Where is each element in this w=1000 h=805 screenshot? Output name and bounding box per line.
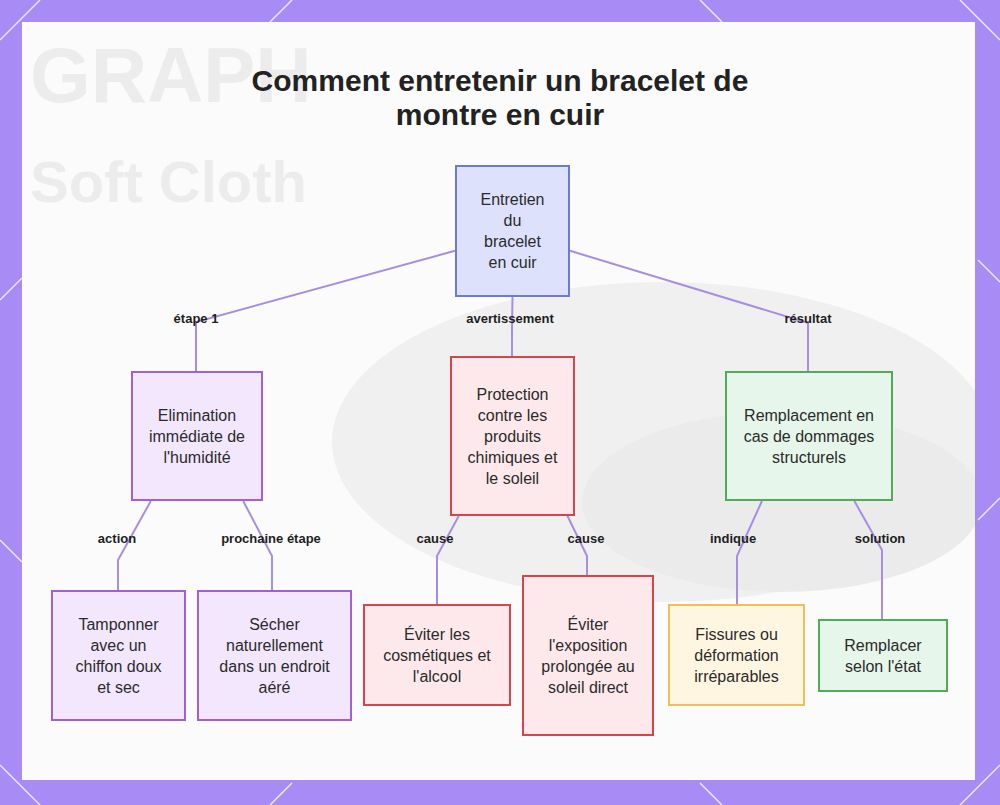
box-content: Protection contre les produits chimiques… [464, 384, 561, 489]
box-text: Tamponner avec un chiffon doux et sec [75, 614, 162, 698]
box-content: Éviter les cosmétiques et l'alcool [377, 624, 497, 687]
box-text: Éviter l'exposition prolongée au soleil … [536, 614, 640, 698]
edge-label: action [98, 531, 136, 546]
process-box: Sécher naturellement dans un endroit aér… [197, 590, 352, 721]
box-content: Remplacer selon l'état [832, 635, 934, 677]
connector-line [737, 501, 762, 604]
box-text: Éviter les cosmétiques et l'alcool [377, 624, 497, 687]
diagram-title: Comment entretenir un bracelet de montre… [200, 64, 800, 132]
edge-label: prochaine étape [221, 531, 321, 546]
process-box: Protection contre les produits chimiques… [450, 356, 575, 516]
box-text: Remplacement en cas de dommages structur… [741, 405, 877, 468]
connector-line [570, 251, 808, 371]
process-box: Fissures ou déformation irréparables [668, 604, 805, 706]
edge-label: indique [710, 531, 756, 546]
process-box: Elimination immédiate de l'humidité [131, 371, 263, 501]
box-content: Elimination immédiate de l'humidité [147, 405, 247, 468]
edge-label: solution [855, 531, 906, 546]
connector-line [854, 501, 882, 619]
connector-line [437, 516, 459, 604]
process-box: Éviter les cosmétiques et l'alcool [363, 604, 511, 706]
connector-line [568, 516, 588, 575]
box-content: Tamponner avec un chiffon doux et sec [75, 614, 162, 698]
connector-line [243, 501, 272, 590]
edge-label: étape 1 [174, 311, 219, 326]
box-content: Remplacement en cas de dommages structur… [741, 405, 877, 468]
edge-label: cause [568, 531, 605, 546]
box-text: Fissures ou déformation irréparables [678, 624, 795, 687]
edge-label: résultat [785, 311, 832, 326]
box-text: Protection contre les produits chimiques… [464, 384, 561, 489]
edge-label: avertissement [466, 311, 553, 326]
box-text: Elimination immédiate de l'humidité [147, 405, 247, 468]
box-content: Sécher naturellement dans un endroit aér… [215, 614, 334, 698]
edge-label: cause [417, 531, 454, 546]
process-box: Éviter l'exposition prolongée au soleil … [522, 575, 654, 736]
box-text: Remplacer selon l'état [832, 635, 934, 677]
connector-line [196, 251, 455, 371]
watermark-text: Soft Cloth [30, 148, 307, 215]
box-content: Entretien du bracelet en cuir [473, 189, 552, 273]
box-text: Entretien du bracelet en cuir [473, 189, 552, 273]
process-box: Remplacer selon l'état [818, 619, 948, 692]
process-box: Tamponner avec un chiffon doux et sec [51, 590, 186, 721]
box-content: Éviter l'exposition prolongée au soleil … [536, 614, 640, 698]
connector-line [118, 501, 151, 590]
connector-line [511, 297, 514, 356]
process-box: Entretien du bracelet en cuir [455, 165, 570, 297]
box-content: Fissures ou déformation irréparables [678, 624, 795, 687]
box-text: Sécher naturellement dans un endroit aér… [215, 614, 334, 698]
process-box: Remplacement en cas de dommages structur… [725, 371, 893, 501]
